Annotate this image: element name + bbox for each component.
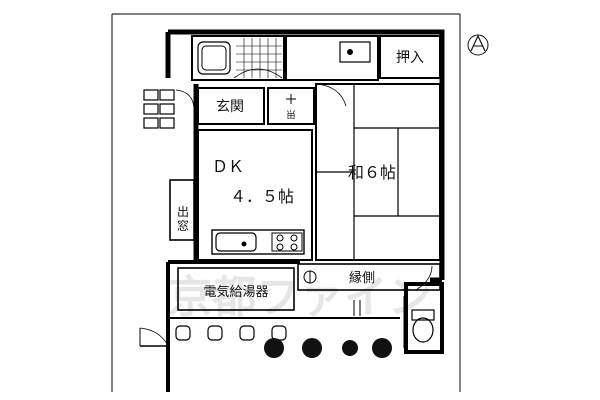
window-bay: 出 窓 <box>169 179 195 241</box>
entrance-steps <box>143 89 195 129</box>
washbasin <box>285 35 379 81</box>
plant-icon <box>264 338 392 358</box>
japanese-room: 和６帖 <box>315 83 441 261</box>
japanese-room-label: 和６帖 <box>348 163 396 182</box>
dk-name-label: ＤＫ <box>212 157 244 176</box>
closet: 押入 <box>379 35 441 79</box>
water-heater: 電気給湯器 <box>177 267 295 311</box>
lot-boundary <box>111 13 461 392</box>
toilet <box>403 296 435 348</box>
entry-door <box>139 327 169 347</box>
closet-label: 押入 <box>396 50 424 66</box>
watermark: 京都ファイン <box>168 272 432 323</box>
veranda: 縁側 <box>297 263 441 291</box>
storage-label: 畄 <box>286 109 295 121</box>
svg-text:窓: 窓 <box>177 218 189 233</box>
window-label: 出 <box>177 205 189 219</box>
dk-size-label: ４．５帖 <box>230 187 294 206</box>
entrance-label: 玄関 <box>216 98 244 115</box>
entrance: 玄関 <box>197 87 265 125</box>
water-heater-label: 電気給湯器 <box>203 284 268 300</box>
dk-room: ＤＫ ４．５帖 <box>197 129 313 261</box>
north-arrow-icon <box>467 34 489 56</box>
veranda-label: 縁側 <box>349 270 375 286</box>
garden <box>175 300 392 358</box>
outer-walls <box>165 29 445 392</box>
overhead-storage: 畄 <box>267 87 315 125</box>
bathroom <box>191 35 285 81</box>
